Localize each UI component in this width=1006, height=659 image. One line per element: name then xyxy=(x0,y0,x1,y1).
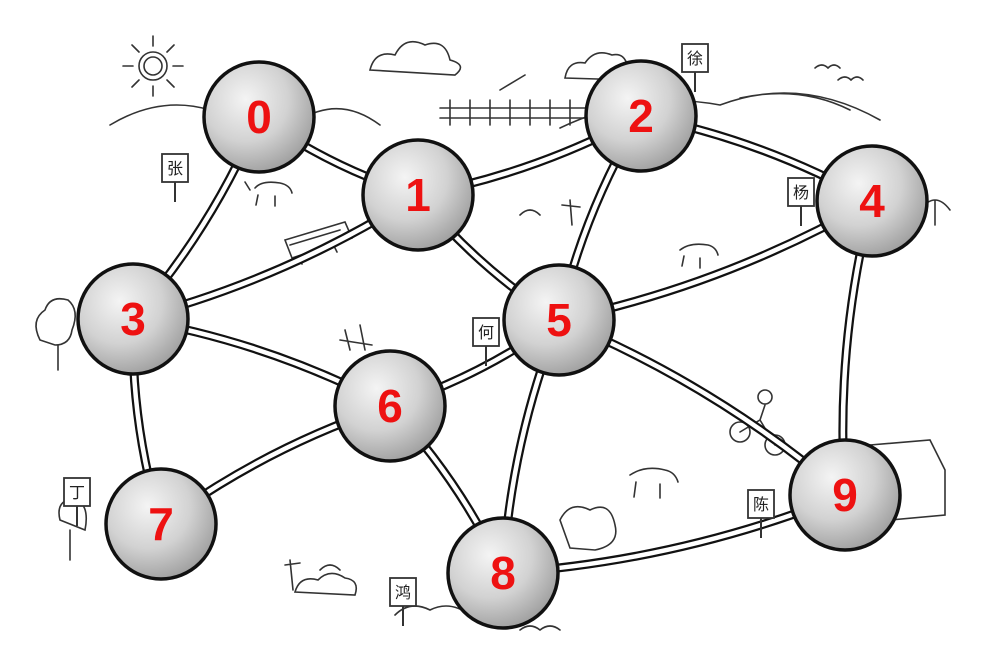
node-label: 6 xyxy=(377,380,403,432)
signpost-text: 何 xyxy=(478,323,494,342)
signpost-board xyxy=(681,43,709,73)
graph-nodes: 0 1 2 3 4 5 6 7 8 9 xyxy=(76,59,929,630)
signpost-text: 陈 xyxy=(753,495,769,514)
sun-icon xyxy=(122,35,184,97)
bush-sketch xyxy=(394,605,561,632)
signpost-ding: 丁 xyxy=(63,477,91,526)
signpost-chen: 陈 xyxy=(747,489,775,538)
tree-sketch xyxy=(35,297,76,371)
node-8[interactable]: 8 xyxy=(446,516,560,630)
node-6[interactable]: 6 xyxy=(333,349,447,463)
node-circle xyxy=(202,60,316,174)
signpost-board xyxy=(747,489,775,519)
node-7[interactable]: 7 xyxy=(104,467,218,581)
cloud-icon xyxy=(293,572,358,596)
node-label: 9 xyxy=(832,469,858,521)
signpost-hong: 鸿 xyxy=(389,577,417,626)
signpost-text: 鸿 xyxy=(395,583,411,602)
node-2[interactable]: 2 xyxy=(584,59,698,173)
node-label: 2 xyxy=(628,90,654,142)
signpost-xu: 徐 xyxy=(681,43,709,92)
horse-sketch xyxy=(629,467,679,499)
plant-sketch xyxy=(284,559,341,591)
tree-sketch xyxy=(58,497,88,561)
tree-sketch xyxy=(559,505,617,551)
signpost-text: 杨 xyxy=(793,183,809,202)
hills-sketch xyxy=(109,92,881,129)
node-circle xyxy=(788,438,902,552)
signpost-board xyxy=(389,577,417,607)
node-circle xyxy=(104,467,218,581)
node-label: 0 xyxy=(246,91,272,143)
bird-icon xyxy=(814,64,864,82)
node-label: 7 xyxy=(148,498,174,550)
signpost-he: 何 xyxy=(472,317,500,366)
node-circle xyxy=(446,516,560,630)
signpost-yang: 杨 xyxy=(787,177,815,226)
scarecrow-sketch xyxy=(339,199,581,351)
horse-sketch xyxy=(679,243,719,269)
signpost-text: 张 xyxy=(167,159,183,178)
node-label: 3 xyxy=(120,293,146,345)
node-label: 5 xyxy=(546,294,572,346)
node-1[interactable]: 1 xyxy=(361,138,475,252)
node-label: 1 xyxy=(405,169,431,221)
horse-sketch xyxy=(244,181,293,207)
node-circle xyxy=(76,262,190,376)
node-circle xyxy=(815,144,929,258)
signpost-text: 徐 xyxy=(687,49,703,68)
node-9[interactable]: 9 xyxy=(788,438,902,552)
node-4[interactable]: 4 xyxy=(815,144,929,258)
signpost-zhang: 张 xyxy=(161,153,189,202)
node-circle xyxy=(584,59,698,173)
node-label: 8 xyxy=(490,547,516,599)
cloud-icon xyxy=(368,40,462,76)
signpost-board xyxy=(787,177,815,207)
node-circle xyxy=(502,263,616,377)
signpost-board xyxy=(161,153,189,183)
farm-sketch xyxy=(439,74,591,126)
node-5[interactable]: 5 xyxy=(502,263,616,377)
signpost-board xyxy=(472,317,500,347)
signpost-text: 丁 xyxy=(69,483,85,502)
node-circle xyxy=(361,138,475,252)
node-label: 4 xyxy=(859,175,885,227)
node-3[interactable]: 3 xyxy=(76,262,190,376)
node-circle xyxy=(333,349,447,463)
signpost-board xyxy=(63,477,91,507)
node-0[interactable]: 0 xyxy=(202,60,316,174)
